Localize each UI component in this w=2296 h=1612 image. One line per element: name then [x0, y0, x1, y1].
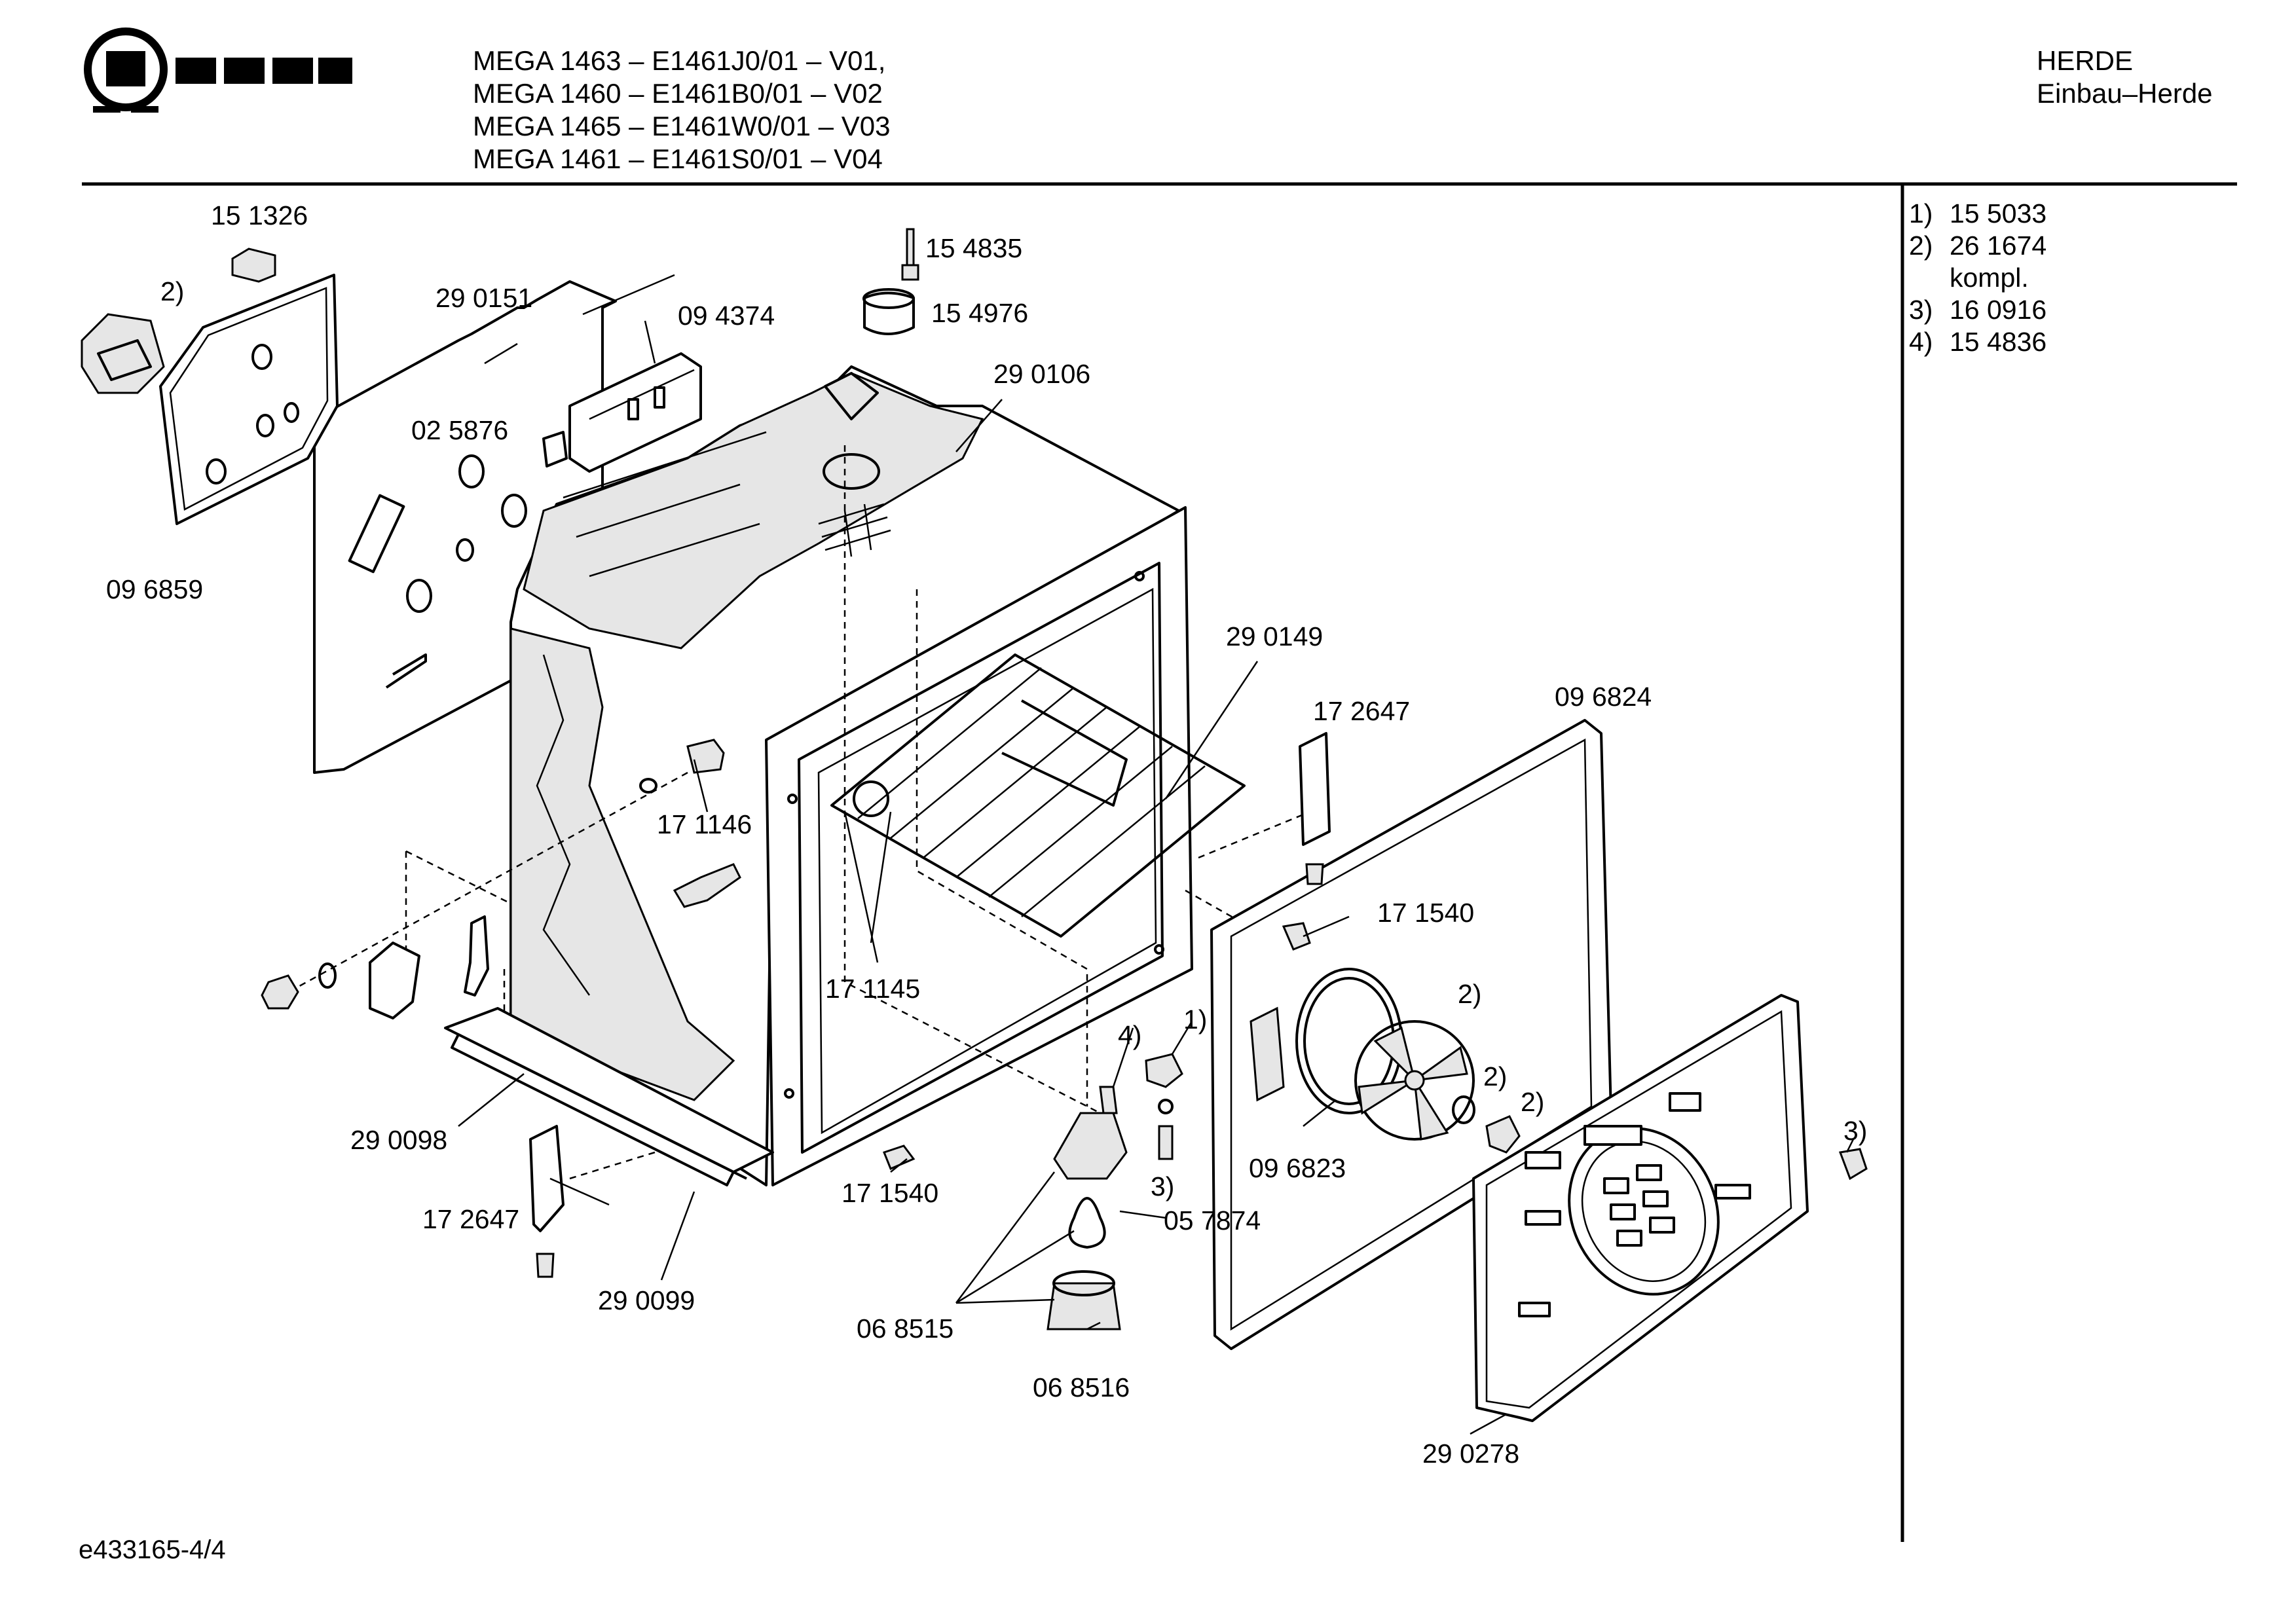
callout-1: 1) [1183, 1004, 1208, 1035]
leader-lines [458, 274, 1855, 1435]
note-number: 1) [1909, 198, 1933, 229]
bushing-15-4976 [863, 291, 915, 335]
part-label-17-1540-lower: 17 1540 [842, 1178, 939, 1208]
front-screw [883, 1145, 916, 1170]
lamp-bulb [1068, 1197, 1106, 1249]
model-list: MEGA 1463 – E1461J0/01 – V01, MEGA 1460 … [473, 45, 890, 175]
lamp-contact [1099, 1086, 1118, 1114]
callout-2-nut: 2) [1521, 1087, 1545, 1117]
cable-clip [542, 431, 568, 467]
part-label-15-1326: 15 1326 [211, 200, 308, 230]
part-label-17-1145: 17 1145 [825, 974, 921, 1004]
back-cover-plate [159, 274, 339, 525]
oven-rack [830, 653, 1246, 938]
part-label-09-6824: 09 6824 [1555, 682, 1652, 712]
category-subtitle: Einbau–Herde [2037, 78, 2213, 109]
part-label-17-2647-lower: 17 2647 [422, 1204, 520, 1234]
model-line: MEGA 1460 – E1461B0/01 – V02 [473, 78, 883, 109]
note-number: 2) [1909, 230, 1933, 261]
note-text: kompl. [1950, 263, 2029, 293]
model-line: MEGA 1463 – E1461J0/01 – V01, [473, 45, 886, 76]
callout-2-washer: 2) [1483, 1061, 1508, 1091]
fan-washer [1452, 1095, 1475, 1124]
part-label-17-1540-upper: 17 1540 [1377, 898, 1475, 928]
note-row: kompl. [1909, 262, 2046, 294]
lamp-nut [1145, 1053, 1183, 1088]
fan-nut [1485, 1115, 1521, 1154]
model-line: MEGA 1461 – E1461S0/01 – V04 [473, 143, 883, 174]
part-label-09-6823: 09 6823 [1249, 1153, 1346, 1183]
callout-2-top: 2) [160, 276, 185, 306]
part-label-29-0149: 29 0149 [1226, 621, 1324, 651]
lamp-cover [1046, 1282, 1121, 1330]
part-label-29-0278: 29 0278 [1422, 1438, 1520, 1469]
part-label-15-4976: 15 4976 [931, 298, 1029, 328]
part-label-29-0098: 29 0098 [350, 1125, 448, 1155]
note-row: 2) 26 1674 [1909, 230, 2046, 262]
part-label-17-1146: 17 1146 [657, 809, 752, 839]
screw-gasket [1282, 922, 1311, 951]
fan-cover-panel [1472, 994, 1809, 1422]
screw-cavity [673, 863, 741, 908]
note-text: 15 4836 [1950, 327, 2047, 357]
callout-3-cover: 3) [1843, 1116, 1868, 1146]
probe-socket [686, 739, 725, 774]
callout-2-ring: 2) [1458, 979, 1482, 1009]
part-label-29-0106: 29 0106 [993, 359, 1091, 389]
note-row: 3) 16 0916 [1909, 294, 2046, 326]
part-label-29-0099: 29 0099 [598, 1285, 695, 1315]
sensor-clip [464, 915, 489, 997]
light-opening [853, 780, 889, 817]
part-label-09-4374: 09 4374 [678, 301, 775, 331]
lamp-holder [1053, 1112, 1128, 1180]
nut-left [261, 974, 299, 1010]
neff-logo-graphic [84, 27, 352, 113]
part-label-17-2647-upper: 17 2647 [1313, 696, 1411, 726]
part-label-05-7874: 05 7874 [1164, 1205, 1261, 1236]
cavity-top-insulation [523, 372, 984, 650]
hinge-upper [1299, 732, 1331, 846]
note-number: 4) [1909, 327, 1933, 357]
note-row: 1) 15 5033 [1909, 198, 2046, 230]
cover-screw [1838, 1148, 1868, 1181]
part-label-29-0151: 29 0151 [435, 283, 533, 313]
lamp-screw [1158, 1125, 1174, 1160]
bracket-left [369, 942, 420, 1019]
screw-upper [1305, 863, 1324, 885]
category-title: HERDE [2037, 45, 2134, 76]
note-number [1909, 262, 1950, 294]
terminal-block [231, 247, 276, 283]
screw-lower [536, 1253, 555, 1278]
note-text: 26 1674 [1950, 230, 2047, 261]
part-label-06-8515: 06 8515 [857, 1313, 954, 1344]
note-text: 15 5033 [1950, 198, 2047, 229]
fan-wheel [1354, 1020, 1475, 1141]
category-block: HERDE Einbau–Herde [2037, 45, 2213, 110]
notes-list: 1) 15 5033 2) 26 1674 kompl. 3) 16 0916 4) 1… [1909, 198, 2046, 358]
part-label-15-4835: 15 4835 [925, 233, 1023, 263]
part-label-09-6859: 09 6859 [106, 574, 204, 604]
callout-3-lamp: 3) [1151, 1171, 1175, 1201]
note-text: 16 0916 [1950, 295, 2047, 325]
note-row: 4) 15 4836 [1909, 326, 2046, 358]
document-id: e433165-4/4 [79, 1535, 226, 1564]
model-line: MEGA 1465 – E1461W0/01 – V03 [473, 111, 891, 141]
hinge-lower [529, 1125, 565, 1232]
motor-mount-part [81, 313, 165, 394]
neff-logo [80, 26, 355, 118]
part-label-02-5876: 02 5876 [411, 415, 509, 445]
panel-slot [348, 494, 405, 574]
part-label-06-8516: 06 8516 [1033, 1372, 1130, 1402]
callout-4: 4) [1118, 1020, 1142, 1050]
note-number: 3) [1909, 295, 1933, 325]
